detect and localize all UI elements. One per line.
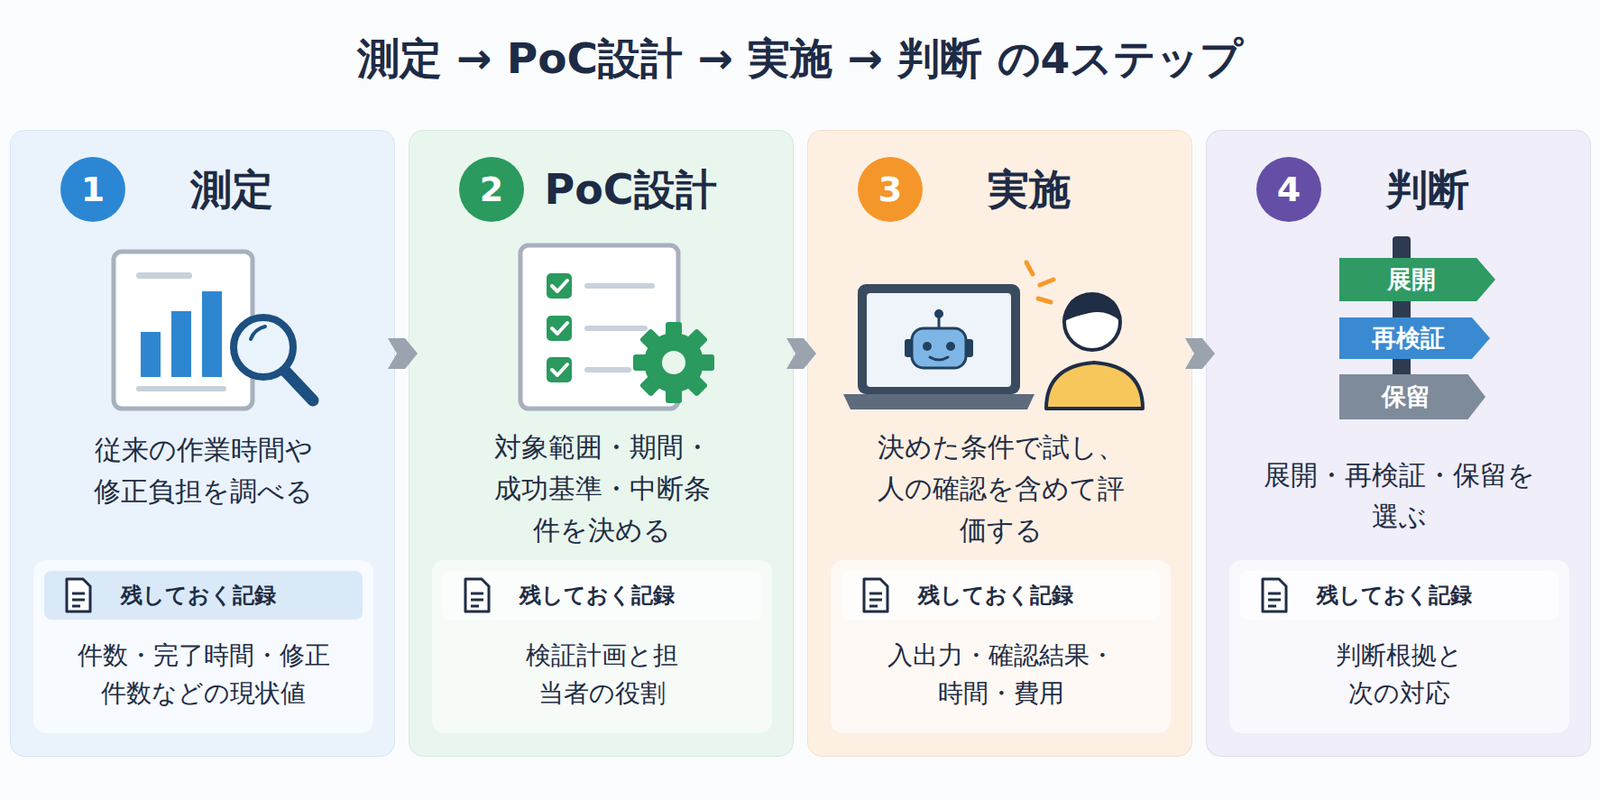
step-description: 決めた条件で試し、人の確認を含めて評価する xyxy=(875,426,1127,552)
step-heading: 判断 xyxy=(1314,156,1541,222)
icon-line xyxy=(1268,605,1277,608)
record-heading: 残しておく記録 xyxy=(519,570,675,620)
icon-line xyxy=(1268,598,1281,602)
step-number-circle: 1 xyxy=(60,156,126,222)
icon-line xyxy=(470,598,484,602)
step-description: 展開・再検証・保留を選ぶ xyxy=(1260,454,1539,538)
step-number-circle: 3 xyxy=(857,156,923,222)
icon-line xyxy=(72,598,85,602)
record-body-area: 件数・完了時間・修正件数などの現状値 xyxy=(33,619,374,730)
step-heading: 実施 xyxy=(916,156,1142,222)
step-number-circle: 2 xyxy=(459,156,525,222)
icon-line xyxy=(72,592,85,596)
icon-sheet xyxy=(465,579,489,612)
step-number: 4 xyxy=(1256,156,1322,222)
record-heading: 残しておく記録 xyxy=(120,570,276,620)
sign-fill xyxy=(1339,257,1496,302)
icon-line xyxy=(869,605,878,608)
record-heading: 残しておく記録 xyxy=(918,570,1074,620)
signpost-arrow: 再検証 xyxy=(1339,317,1490,359)
step-description: 従来の作業時間や修正負担を調べる xyxy=(91,429,316,513)
record-body: 検証計画と担当者の役割 xyxy=(523,636,682,713)
sign-label: 保留 xyxy=(1339,374,1486,420)
step-number-circle: 4 xyxy=(1256,156,1322,222)
step-heading: PoC設計 xyxy=(517,156,744,222)
document-icon xyxy=(860,576,892,615)
record-body: 判断根拠と次の対応 xyxy=(1333,636,1467,713)
step-panel: PoC設計対象範囲・期間・成功基準・中断条件を決める 2 残しておく記録検証計画と担… xyxy=(408,129,794,757)
sign-label: 展開 xyxy=(1339,257,1496,302)
sign-fill xyxy=(1339,374,1486,420)
record-body-area: 入出力・確認結果・時間・費用 xyxy=(830,619,1171,730)
icon-line xyxy=(470,605,479,608)
sign-label: 再検証 xyxy=(1339,317,1490,359)
step-number: 2 xyxy=(459,156,525,222)
record-body: 件数・完了時間・修正件数などの現状値 xyxy=(73,636,334,713)
sign-fill xyxy=(1339,317,1490,359)
record-heading: 残しておく記録 xyxy=(1316,570,1472,620)
step-panel: 判断展開・再検証・保留を選ぶ 4 展開再検証保留残しておく記録判断根拠と次の対応 xyxy=(1205,129,1591,757)
signpost-arrow: 保留 xyxy=(1339,374,1486,420)
icon-line xyxy=(1268,592,1281,596)
step-number: 3 xyxy=(857,156,923,222)
icon-sheet xyxy=(66,579,91,612)
step-number: 1 xyxy=(60,156,126,222)
step-panel: 測定従来の作業時間や修正負担を調べる 1 残しておく記録件数・完了時間・修正件数など… xyxy=(9,129,396,757)
icon-line xyxy=(869,592,883,596)
icon-line xyxy=(72,605,81,608)
record-body-area: 判断根拠と次の対応 xyxy=(1229,619,1570,730)
document-icon xyxy=(63,576,94,615)
icon-sheet xyxy=(864,579,888,612)
document-icon xyxy=(1259,576,1290,615)
icon-sheet xyxy=(1262,579,1287,612)
record-body-area: 検証計画と担当者の役割 xyxy=(432,619,773,730)
icon-line xyxy=(869,598,883,602)
step-description: 対象範囲・期間・成功基準・中断条件を決める xyxy=(490,426,715,552)
document-icon xyxy=(461,576,493,615)
step-heading: 測定 xyxy=(119,156,345,222)
step-panel: 実施決めた条件で試し、人の確認を含めて評価する 3 残しておく記録入出力・確認結果・… xyxy=(807,129,1193,757)
icon-line xyxy=(470,592,484,596)
diagram-title: 測定 → PoC設計 → 実施 → 判断 の4ステップ xyxy=(0,27,1600,91)
signpost-arrow: 展開 xyxy=(1339,257,1496,302)
record-body: 入出力・確認結果・時間・費用 xyxy=(883,636,1119,713)
